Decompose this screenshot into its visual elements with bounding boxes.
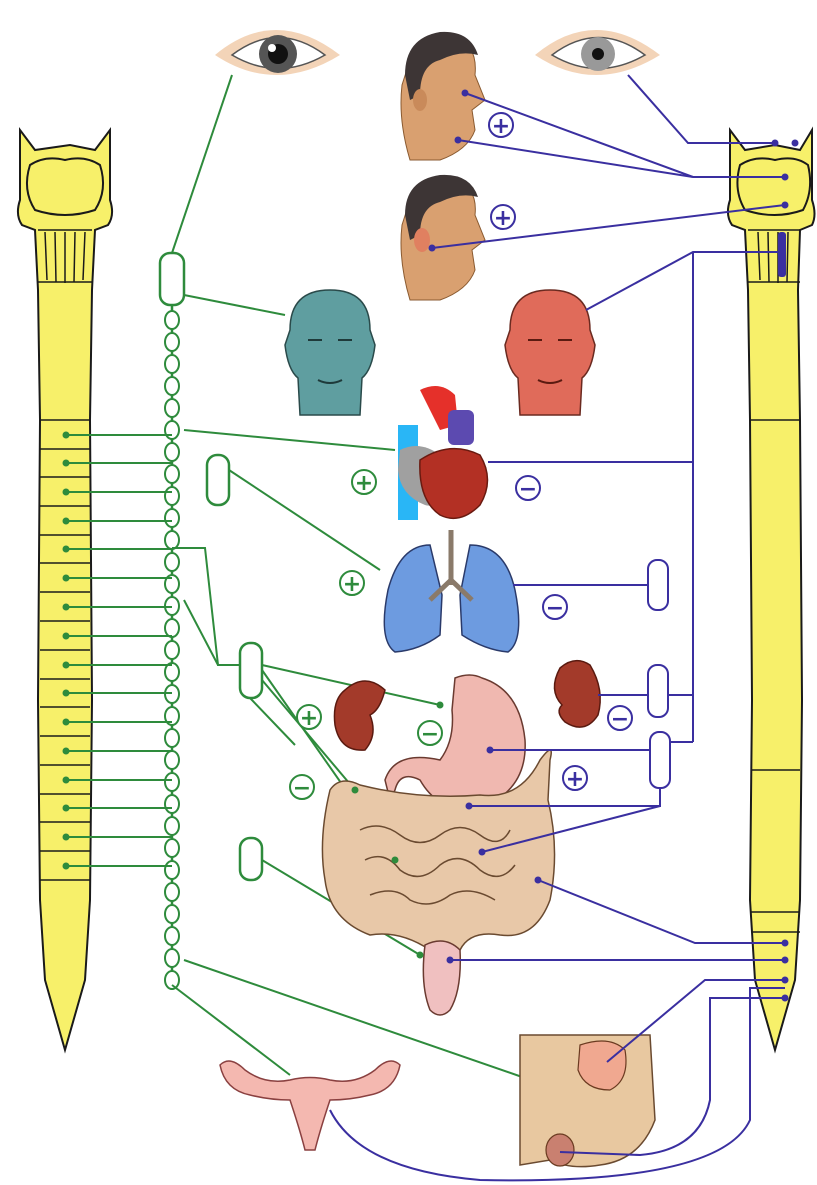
uterus-icon [220,1061,400,1150]
ganglion-chain-icon [160,253,262,990]
synapse-dot [392,857,399,864]
synapse-dot [462,90,469,97]
lungs-icon [384,530,518,652]
svg-text:+: + [494,206,512,231]
bladder-icon [423,941,460,1015]
synapse-dot [63,719,70,726]
synapse-dot [63,863,70,870]
synapse-dot [63,432,70,439]
synapse-dot [447,957,454,964]
face-icon [505,290,595,415]
heart-icon [398,386,488,520]
synapse-dot [772,140,779,147]
svg-text:+: + [343,572,361,597]
synapse-dot [487,747,494,754]
synapse-dot [792,140,799,147]
profile-head-icon [401,175,485,300]
synapse-dot [782,995,789,1002]
male-pelvis-icon [520,1035,655,1167]
synapse-dot [417,952,424,959]
svg-text:−: − [293,776,311,801]
synapse-dot [63,834,70,841]
synapse-dot [63,633,70,640]
svg-text:+: + [355,471,373,496]
plus-sign: + [352,470,376,496]
synapse-dot [437,702,444,709]
kidney-icon [334,681,385,750]
minus-sign: − [516,476,540,502]
minus-sign: − [543,595,567,621]
synapse-dot [455,137,462,144]
eye-icon [215,30,340,75]
eye-icon [535,30,660,75]
minus-sign: − [608,706,632,732]
synapse-dot [782,174,789,181]
synapse-dot [63,489,70,496]
synapse-dot [63,690,70,697]
minus-sign: − [290,775,314,801]
svg-text:+: + [566,767,584,792]
plus-sign: + [340,571,364,597]
synapse-dot [782,957,789,964]
plus-sign: + [297,705,321,731]
svg-text:−: − [519,477,537,502]
synapse-dot [352,787,359,794]
plus-sign: + [563,766,587,792]
synapse-dot [429,245,436,252]
left-spinal-cord-icon [18,130,112,1050]
minus-sign: − [418,721,442,747]
svg-text:+: + [300,706,318,731]
synapse-dot [782,940,789,947]
synapse-dot [63,518,70,525]
synapse-dot [63,460,70,467]
svg-text:−: − [421,722,439,747]
synapse-dot [63,662,70,669]
synapse-dot [63,575,70,582]
synapse-dot [63,777,70,784]
plus-sign: + [489,113,513,139]
synapse-dot [63,748,70,755]
synapse-dot [466,803,473,810]
synapse-dot [782,977,789,984]
synapse-dot [63,805,70,812]
stomach-icon [385,675,525,809]
kidney-icon [554,661,600,727]
svg-text:+: + [492,114,510,139]
synapse-dot [479,849,486,856]
right-spinal-cord-icon [728,130,815,1050]
synapse-dot [535,877,542,884]
svg-text:−: − [546,596,564,621]
plus-sign: + [491,205,515,231]
synapse-dot [63,604,70,611]
synapse-dot [782,202,789,209]
face-icon [285,290,375,415]
synapse-dot [63,546,70,553]
svg-text:−: − [611,707,629,732]
